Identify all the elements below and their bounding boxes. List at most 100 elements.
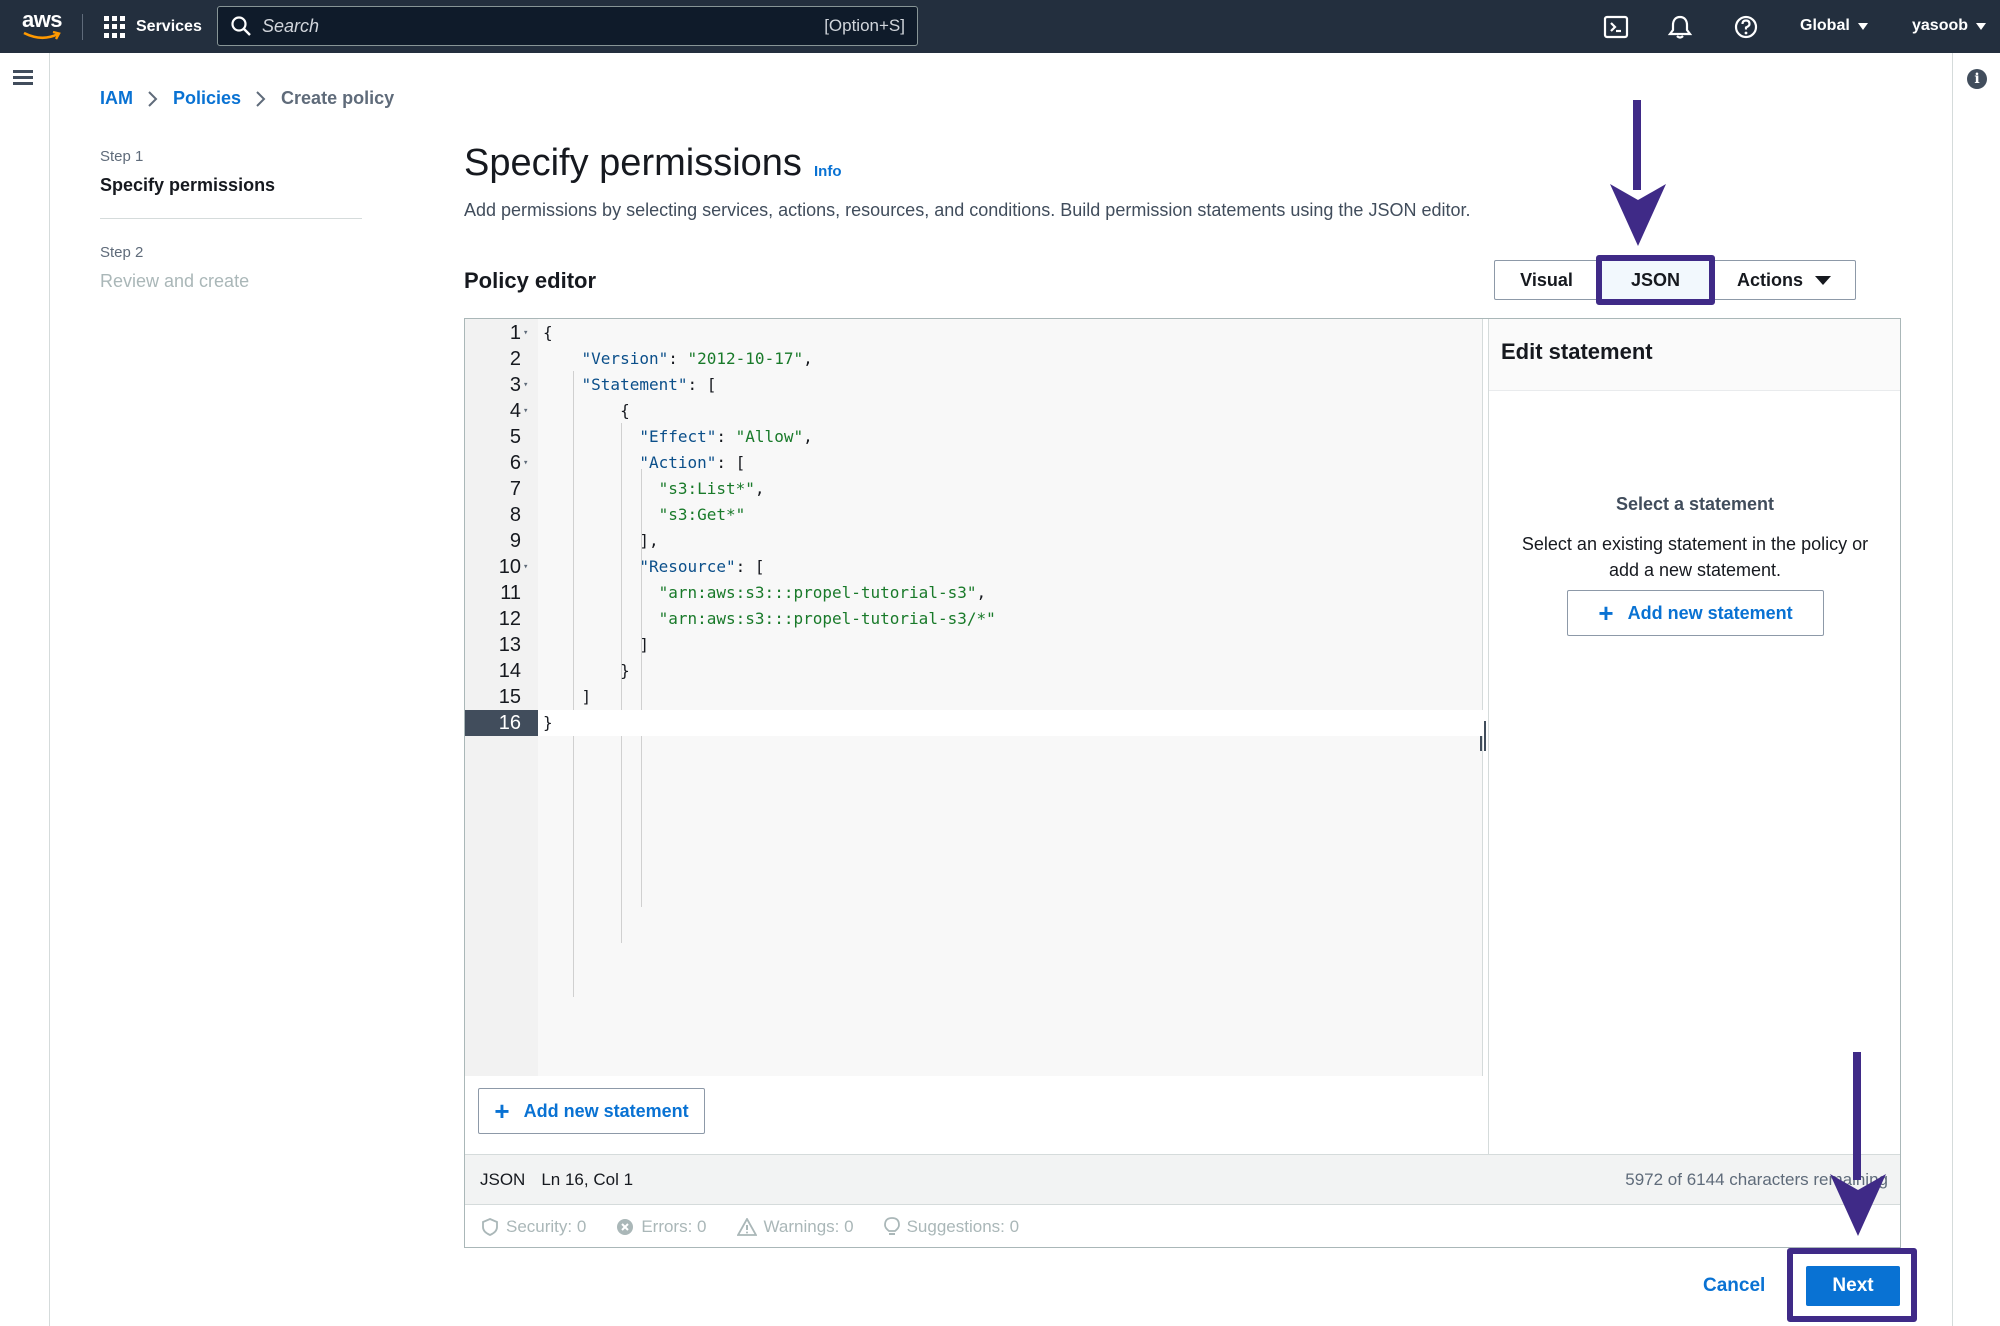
search-input[interactable] [262, 15, 825, 37]
warnings-count[interactable]: Warnings: 0 [736, 1216, 854, 1237]
select-statement-description: Select an existing statement in the poli… [1489, 531, 1901, 583]
grid-menu-icon [104, 16, 126, 38]
panel-add-new-statement-button[interactable]: + Add new statement [1567, 590, 1824, 636]
select-statement-desc-line-1: Select an existing statement in the poli… [1521, 534, 1869, 554]
code-line[interactable]: 12 "arn:aws:s3:::propel-tutorial-s3/*" [465, 606, 1483, 632]
line-number: 12 [498, 608, 521, 630]
code-text: "arn:aws:s3:::propel-tutorial-s3", [658, 583, 987, 602]
services-label: Services [136, 18, 202, 35]
arrow-down-icon [1610, 100, 1666, 246]
code-line[interactable]: 11 "arn:aws:s3:::propel-tutorial-s3", [465, 580, 1483, 606]
code-text: ], [543, 531, 659, 550]
line-number: 3 [509, 374, 521, 396]
security-count[interactable]: Security: 0 [481, 1217, 586, 1237]
tab-visual[interactable]: Visual [1495, 261, 1599, 299]
validation-summary: Security: 0 Errors: 0 Warnings: 0 Sugges… [465, 1204, 1900, 1248]
code-text: "Statement": [ [581, 375, 717, 394]
line-number: 15 [498, 686, 521, 708]
add-new-statement-button[interactable]: + Add new statement [478, 1088, 705, 1134]
fold-toggle-icon[interactable]: ▾ [523, 380, 529, 390]
wizard-steps: Step 1 Specify permissions Step 2 Review… [100, 148, 362, 292]
fold-toggle-icon[interactable]: ▾ [523, 328, 529, 338]
suggestions-count[interactable]: Suggestions: 0 [883, 1217, 1019, 1237]
info-panel-icon[interactable]: i [1967, 69, 1987, 89]
page-title: Specify permissions [464, 142, 802, 184]
warning-icon [736, 1217, 757, 1236]
code-text: "s3:List*", [658, 479, 765, 498]
panel-resize-handle[interactable] [1480, 721, 1486, 751]
policy-editor-title: Policy editor [464, 268, 597, 293]
code-text: } [543, 661, 630, 680]
bell-icon[interactable] [1667, 14, 1693, 40]
code-text: "Effect": "Allow", [639, 427, 813, 446]
code-line[interactable]: 10▾ "Resource": [ [465, 554, 1483, 580]
panel-add-new-statement-label: Add new statement [1627, 602, 1793, 623]
indent-guide [621, 423, 622, 943]
code-line[interactable]: 1▾{ [465, 320, 1483, 346]
fold-toggle-icon[interactable]: ▾ [523, 458, 529, 468]
code-line[interactable]: 6▾ "Action": [ [465, 450, 1483, 476]
code-text: "s3:Get*" [658, 505, 746, 524]
arrow-down-icon [1830, 1052, 1886, 1236]
step-2-title: Review and create [100, 271, 250, 291]
services-menu[interactable]: Services [104, 14, 202, 40]
edit-statement-panel: Edit statement Select a statement Select… [1488, 319, 1900, 1154]
code-line[interactable]: 13 ] [465, 632, 1483, 658]
help-icon[interactable] [1733, 14, 1759, 40]
fold-toggle-icon[interactable]: ▾ [523, 562, 529, 572]
status-characters-remaining: 5972 of 6144 characters remaining [1625, 1169, 1888, 1189]
warnings-count-label: Warnings: 0 [763, 1216, 854, 1236]
search-bar[interactable]: [Option+S] [217, 6, 918, 46]
indent-guide [573, 371, 574, 997]
info-link[interactable]: Info [814, 163, 842, 180]
errors-count[interactable]: Errors: 0 [616, 1217, 707, 1237]
code-line[interactable]: 15 ] [465, 684, 1483, 710]
step-1-title[interactable]: Specify permissions [100, 175, 276, 195]
code-line[interactable]: 3▾ "Statement": [ [465, 372, 1483, 398]
line-number: 11 [500, 582, 521, 604]
aws-logo[interactable]: aws [20, 9, 64, 43]
shield-icon [482, 1217, 498, 1236]
nav-divider [82, 14, 83, 40]
breadcrumb-policies[interactable]: Policies [173, 88, 242, 108]
code-line[interactable]: 5 "Effect": "Allow", [465, 424, 1483, 450]
cancel-button[interactable]: Cancel [1703, 1275, 1766, 1296]
code-line[interactable]: 7 "s3:List*", [465, 476, 1483, 502]
actions-label: Actions [1736, 269, 1803, 290]
breadcrumb: IAM Policies Create policy [100, 88, 394, 109]
region-selector[interactable]: Global [1800, 17, 1868, 35]
code-line[interactable]: 8 "s3:Get*" [465, 502, 1483, 528]
indent-guide [641, 469, 642, 907]
chevron-right-icon [256, 90, 266, 107]
edit-statement-title: Edit statement [1489, 319, 1900, 391]
search-shortcut: [Option+S] [824, 16, 905, 35]
code-text: ] [543, 687, 592, 706]
next-button[interactable]: Next [1806, 1266, 1900, 1306]
line-number: 16 [465, 710, 538, 736]
line-number: 7 [509, 478, 521, 500]
right-rail: i [1952, 53, 2000, 1326]
code-line[interactable]: 16} [465, 710, 1483, 736]
actions-dropdown[interactable]: Actions [1713, 261, 1855, 299]
editor-actions: + Add new statement [465, 1076, 1483, 1154]
account-label: yasoob [1912, 17, 1969, 34]
search-icon [231, 16, 251, 36]
code-line[interactable]: 9 ], [465, 528, 1483, 554]
code-line[interactable]: 14 } [465, 658, 1483, 684]
fold-toggle-icon[interactable]: ▾ [523, 406, 529, 416]
breadcrumb-iam[interactable]: IAM [100, 88, 133, 108]
next-button-highlight [1787, 1248, 1917, 1322]
chevron-right-icon [148, 90, 158, 107]
code-line[interactable]: 2 "Version": "2012-10-17", [465, 346, 1483, 372]
json-code-editor[interactable]: 1▾{2 "Version": "2012-10-17",3▾ "Stateme… [465, 319, 1486, 1076]
account-menu[interactable]: yasoob [1912, 17, 1987, 35]
cloudshell-icon[interactable] [1603, 14, 1629, 40]
line-number: 1 [509, 322, 521, 344]
line-number: 4 [509, 400, 521, 422]
line-number: 10 [498, 556, 521, 578]
line-number: 9 [509, 530, 521, 552]
code-line[interactable]: 4▾ { [465, 398, 1483, 424]
hamburger-menu-icon[interactable] [13, 70, 33, 86]
tab-json[interactable]: JSON [1599, 261, 1713, 299]
line-number: 5 [509, 426, 521, 448]
